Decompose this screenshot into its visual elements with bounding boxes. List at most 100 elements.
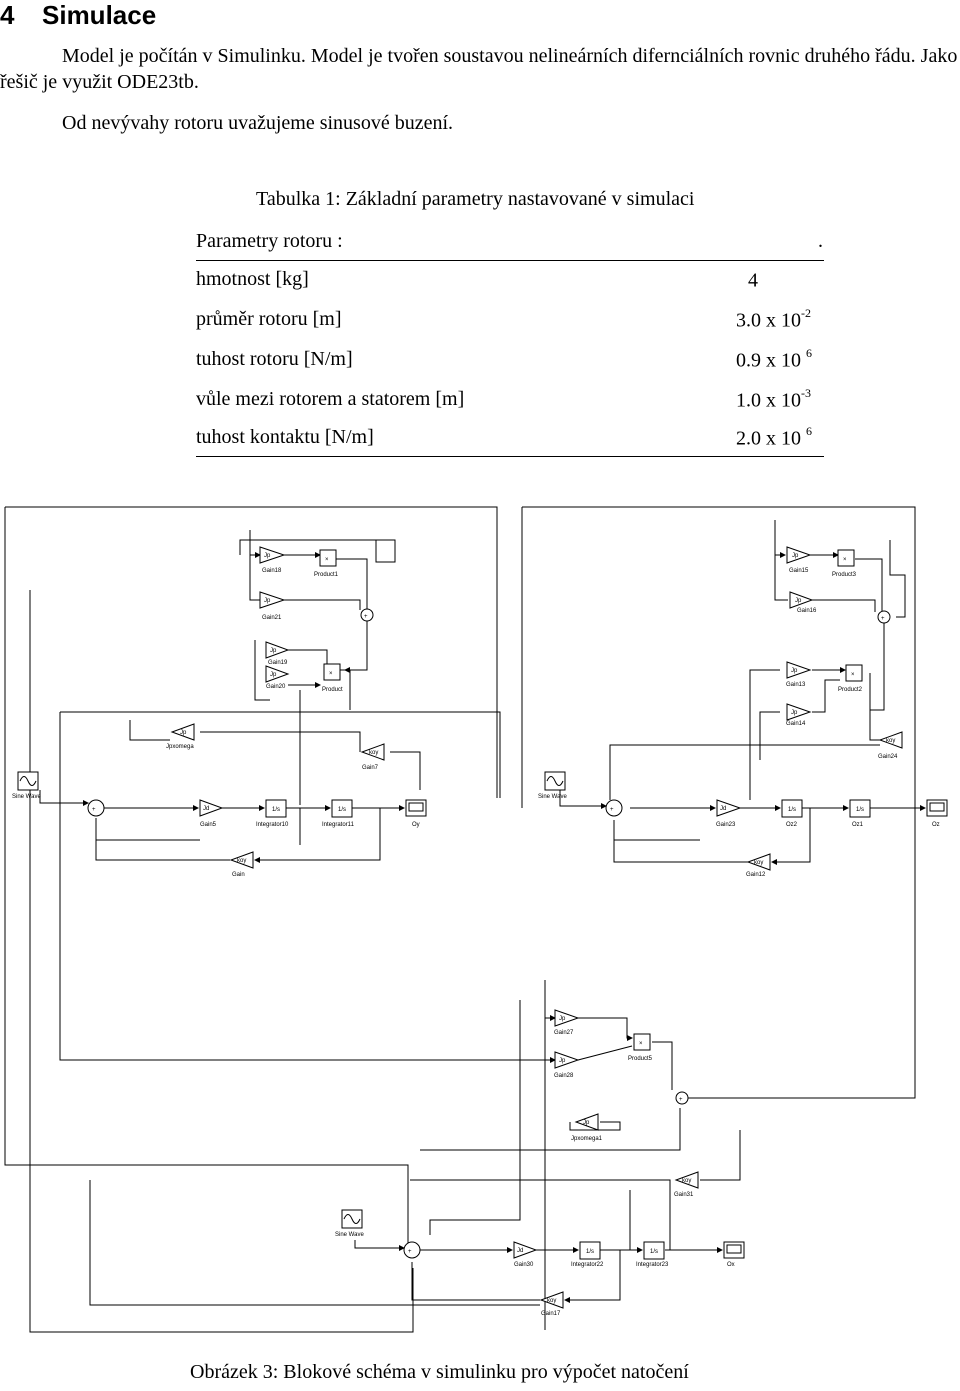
svg-text:Gain30: Gain30: [514, 1262, 534, 1268]
svg-text:Sine Wave: Sine Wave: [538, 794, 567, 800]
svg-text:Jp: Jp: [791, 668, 798, 674]
svg-text:koy: koy: [547, 1298, 556, 1304]
param-name: průměr rotoru [m]: [196, 308, 342, 330]
block-gain27: Jp Gain27: [554, 1009, 580, 1036]
block-scope-oz: Oz: [926, 799, 948, 828]
svg-text:Integrator23: Integrator23: [636, 1262, 669, 1268]
block-integrator10: 1/s Integrator10: [256, 799, 289, 828]
svg-text:Jp: Jp: [264, 553, 271, 559]
block-sinewave1: Sine Wave: [12, 771, 41, 800]
svg-text:Product1: Product1: [314, 572, 339, 578]
svg-text:Integrator10: Integrator10: [256, 822, 289, 828]
block-gain30: Jd Gain30: [513, 1241, 538, 1268]
block-jpxomega1: Jp Jpxomega1: [571, 1113, 603, 1142]
block-gain: koy Gain: [229, 851, 254, 878]
table-row: tuhost kontaktu [N/m] 2.0 x 10 6: [196, 424, 824, 457]
block-gain14: Jp Gain14: [786, 703, 812, 727]
svg-text:Jp: Jp: [795, 598, 802, 604]
svg-text:Ox: Ox: [727, 1262, 735, 1268]
svg-text:Gain23: Gain23: [716, 822, 736, 828]
section-title: Simulace: [42, 0, 157, 30]
svg-text:Jpxomega: Jpxomega: [166, 744, 194, 750]
svg-text:+: +: [364, 614, 368, 620]
signal-lines: [4, 506, 926, 1333]
param-value: 1.0 x 10-3: [736, 386, 811, 412]
svg-text:×: ×: [329, 671, 333, 677]
block-gain31: koy Gain31: [674, 1171, 699, 1198]
svg-text:+: +: [408, 1249, 412, 1255]
paragraph-model-text: Model je počítán v Simulinku. Model je t…: [0, 45, 958, 93]
table-row: průměr rotoru [m] 3.0 x 10-2: [196, 306, 824, 338]
svg-text:×: ×: [851, 672, 855, 678]
sum-block: +: [675, 1091, 689, 1105]
svg-text:×: ×: [325, 557, 329, 563]
svg-text:koy: koy: [886, 738, 895, 744]
svg-text:Gain7: Gain7: [362, 765, 379, 771]
block-gain12: koy Gain12: [746, 853, 771, 878]
param-name: tuhost rotoru [N/m]: [196, 348, 353, 370]
svg-text:×: ×: [843, 557, 847, 563]
svg-text:Jp: Jp: [559, 1058, 566, 1064]
svg-text:+: +: [881, 616, 885, 622]
svg-text:Gain17: Gain17: [541, 1311, 561, 1317]
svg-text:Gain5: Gain5: [200, 822, 217, 828]
paragraph-excitation: Od nevývahy rotoru uvažujeme sinusové bu…: [62, 112, 454, 134]
svg-text:×: ×: [639, 1041, 643, 1047]
block-gain18: Jp Gain18: [259, 546, 286, 574]
block-scope-ox: Ox: [723, 1241, 745, 1268]
svg-text:Product5: Product5: [628, 1056, 653, 1062]
block-integrator23: 1/s Integrator23: [636, 1241, 669, 1268]
block-gain24: koy Gain24: [878, 731, 903, 760]
block-gain28: Jp Gain28: [554, 1051, 580, 1079]
sum-block: +: [877, 610, 891, 624]
block-integrator22: 1/s Integrator22: [571, 1241, 604, 1268]
svg-text:Jp: Jp: [264, 598, 271, 604]
paragraph-model: Model je počítán v Simulinku. Model je t…: [0, 43, 960, 95]
svg-text:Gain27: Gain27: [554, 1030, 574, 1036]
svg-text:1/s: 1/s: [650, 1249, 658, 1255]
block-product: × Product: [322, 663, 343, 693]
block-sinewave3: Sine Wave: [335, 1209, 364, 1238]
block-product2: × Product2: [838, 664, 863, 693]
block-sinewave2: Sine Wave: [538, 771, 567, 800]
svg-text:Integrator11: Integrator11: [322, 822, 355, 828]
svg-text:1/s: 1/s: [272, 807, 280, 813]
simulink-diagram: Jp Gain18 Jp Gain21 Jp Gain19 Jp Gain20 …: [0, 495, 960, 1365]
svg-text:Product2: Product2: [838, 687, 863, 693]
svg-text:Oy: Oy: [412, 822, 420, 828]
svg-text:+: +: [92, 807, 96, 813]
block-product5: × Product5: [628, 1033, 653, 1062]
svg-text:Gain: Gain: [232, 872, 245, 878]
svg-text:Product3: Product3: [832, 572, 857, 578]
sum-block: +: [87, 799, 105, 817]
block-gain23: Jd Gain23: [716, 799, 742, 828]
svg-text:Jpxomega1: Jpxomega1: [571, 1136, 603, 1142]
param-name: hmotnost [kg]: [196, 268, 309, 290]
svg-text:+: +: [679, 1097, 683, 1103]
block-scope-oy: Oy: [405, 799, 427, 828]
svg-text:koy: koy: [754, 860, 763, 866]
table-header-row: Parametry rotoru : .: [196, 230, 824, 261]
block-gain21: Jp Gain21: [259, 591, 286, 621]
block-gain5: Jd Gain5: [199, 799, 224, 828]
svg-text:koy: koy: [369, 750, 378, 756]
block-gain20: Jp Gain20: [265, 665, 290, 690]
svg-text:Gain12: Gain12: [746, 872, 766, 878]
svg-text:Gain28: Gain28: [554, 1073, 574, 1079]
table-header-dot: .: [818, 230, 823, 252]
table-header: Parametry rotoru :: [196, 230, 343, 252]
param-value: 0.9 x 10 6: [736, 346, 812, 372]
svg-text:Gain16: Gain16: [797, 608, 817, 614]
svg-text:Gain13: Gain13: [786, 682, 806, 688]
svg-text:1/s: 1/s: [586, 1249, 594, 1255]
block-product3: × Product3: [832, 549, 857, 578]
sum-block: +: [360, 608, 374, 622]
block-gain16: Jp Gain16: [789, 591, 817, 614]
block-gain13: Jp Gain13: [786, 661, 812, 688]
svg-text:1/s: 1/s: [856, 807, 864, 813]
block-oz2: 1/s Oz2: [781, 799, 803, 828]
block-jpxomega: Jp Jpxomega: [166, 723, 195, 750]
svg-text:Gain20: Gain20: [266, 684, 286, 690]
block-product1: × Product1: [314, 549, 339, 578]
